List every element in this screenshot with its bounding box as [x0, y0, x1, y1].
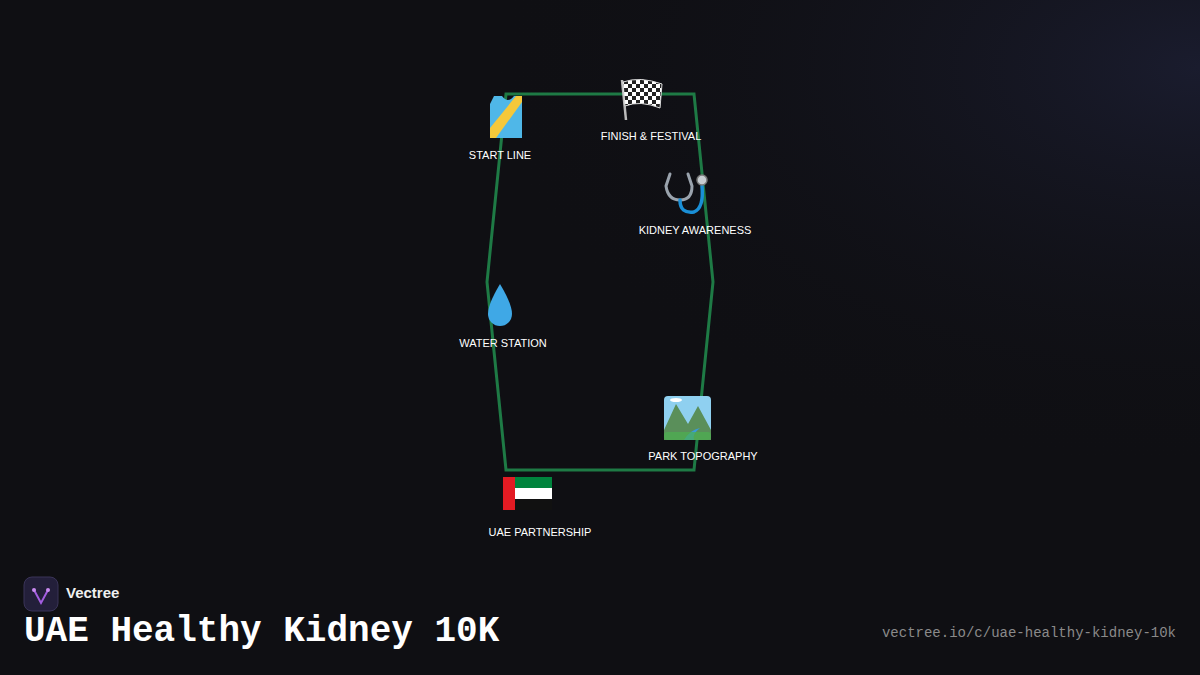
stop-label: KIDNEY AWARENESS — [639, 224, 752, 237]
stop-label: FINISH & FESTIVAL — [601, 130, 702, 143]
stop-label: UAE PARTNERSHIP — [489, 526, 592, 539]
park-landscape-icon — [664, 396, 711, 440]
map-title: UAE Healthy Kidney 10K — [24, 614, 499, 650]
stop-label: WATER STATION — [459, 337, 547, 350]
brand-name: Vectree — [66, 584, 119, 602]
brand-logo — [24, 577, 58, 611]
uae-flag-icon — [503, 477, 552, 510]
stethoscope-icon — [666, 174, 707, 212]
jersey-icon — [490, 96, 522, 138]
source-url: vectree.io/c/uae-healthy-kidney-10k — [882, 624, 1176, 642]
stop-label: PARK TOPOGRAPHY — [648, 450, 757, 463]
water-drop-icon — [488, 284, 512, 326]
checkered-flag-icon — [622, 79, 662, 120]
stop-label: START LINE — [469, 149, 531, 162]
